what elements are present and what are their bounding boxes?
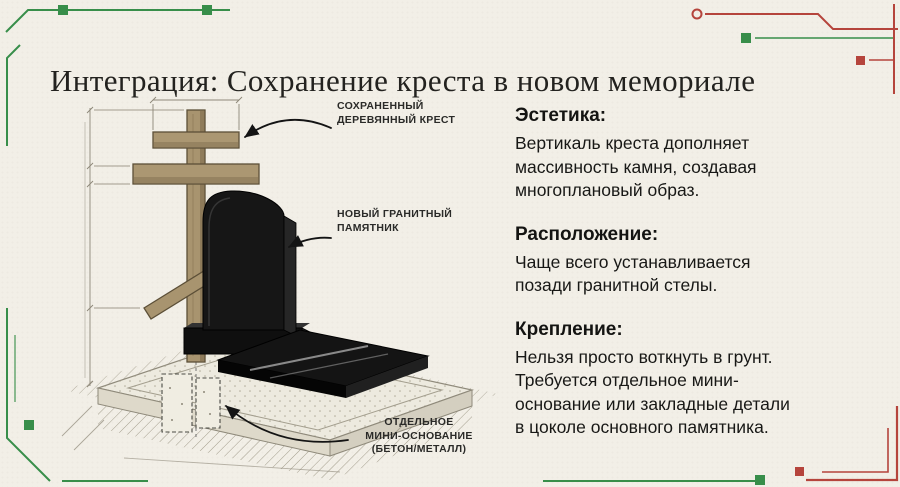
label-line: ПАМЯТНИК bbox=[337, 221, 399, 234]
label-line: МИНИ-ОСНОВАНИЕ bbox=[365, 429, 473, 442]
label-separate-mini-foundation: ОТДЕЛЬНОЕ МИНИ-ОСНОВАНИЕ (БЕТОН/МЕТАЛЛ) bbox=[348, 416, 490, 457]
text-column: Эстетика: Вертикаль креста дополняет мас… bbox=[515, 104, 893, 460]
section-mounting: Крепление: Нельзя просто воткнуть в грун… bbox=[515, 318, 893, 440]
dimension-lines bbox=[61, 96, 411, 473]
section-text-line: в цоколе основного памятника. bbox=[515, 417, 769, 437]
label-line: (БЕТОН/МЕТАЛЛ) bbox=[371, 443, 467, 456]
section-text-line: позади гранитной стелы. bbox=[515, 275, 718, 295]
section-text-line: Вертикаль креста дополняет bbox=[515, 133, 750, 153]
label-line: ОТДЕЛЬНОЕ bbox=[384, 416, 454, 428]
section-text-line: многоплановый образ. bbox=[515, 180, 700, 200]
label-line: ДЕРЕВЯННЫЙ КРЕСТ bbox=[337, 113, 456, 126]
granite-stele bbox=[202, 190, 297, 337]
section-heading: Расположение: bbox=[515, 223, 659, 245]
section-text-line: массивность камня, создавая bbox=[515, 156, 757, 177]
section-text-line: основание или закладные детали bbox=[515, 393, 790, 414]
callout-arrows bbox=[225, 118, 349, 443]
section-text-line: Чаще всего устанавливается bbox=[515, 251, 751, 272]
memorial-illustration bbox=[61, 96, 498, 480]
page-title: Интеграция: Сохранение креста в новом ме… bbox=[50, 62, 756, 98]
arrow-to-foundation bbox=[225, 405, 349, 443]
section-text-line: Нельзя просто воткнуть в грунт. bbox=[515, 346, 773, 367]
section-text-line: Требуется отдельное мини- bbox=[515, 370, 739, 390]
section-heading: Крепление: bbox=[515, 318, 623, 340]
label-preserved-wooden-cross: СОХРАНЕННЫЙ ДЕРЕВЯННЫЙ КРЕСТ bbox=[337, 100, 477, 127]
section-aesthetics: Эстетика: Вертикаль креста дополняет мас… bbox=[515, 104, 893, 203]
concrete-platform bbox=[95, 339, 475, 457]
mini-foundation-cutaway bbox=[161, 356, 221, 440]
label-line: НОВЫЙ ГРАНИТНЫЙ bbox=[337, 208, 453, 220]
section-heading: Эстетика: bbox=[515, 105, 607, 126]
ledger-slab bbox=[216, 329, 430, 398]
label-line: СОХРАНЕННЫЙ bbox=[337, 100, 424, 112]
arrow-to-monument bbox=[288, 235, 332, 248]
arrow-to-cross bbox=[244, 118, 332, 138]
section-placement: Расположение: Чаще всего устанавливается… bbox=[515, 223, 893, 298]
label-new-granite-monument: НОВЫЙ ГРАНИТНЫЙ ПАМЯТНИК bbox=[337, 208, 477, 235]
